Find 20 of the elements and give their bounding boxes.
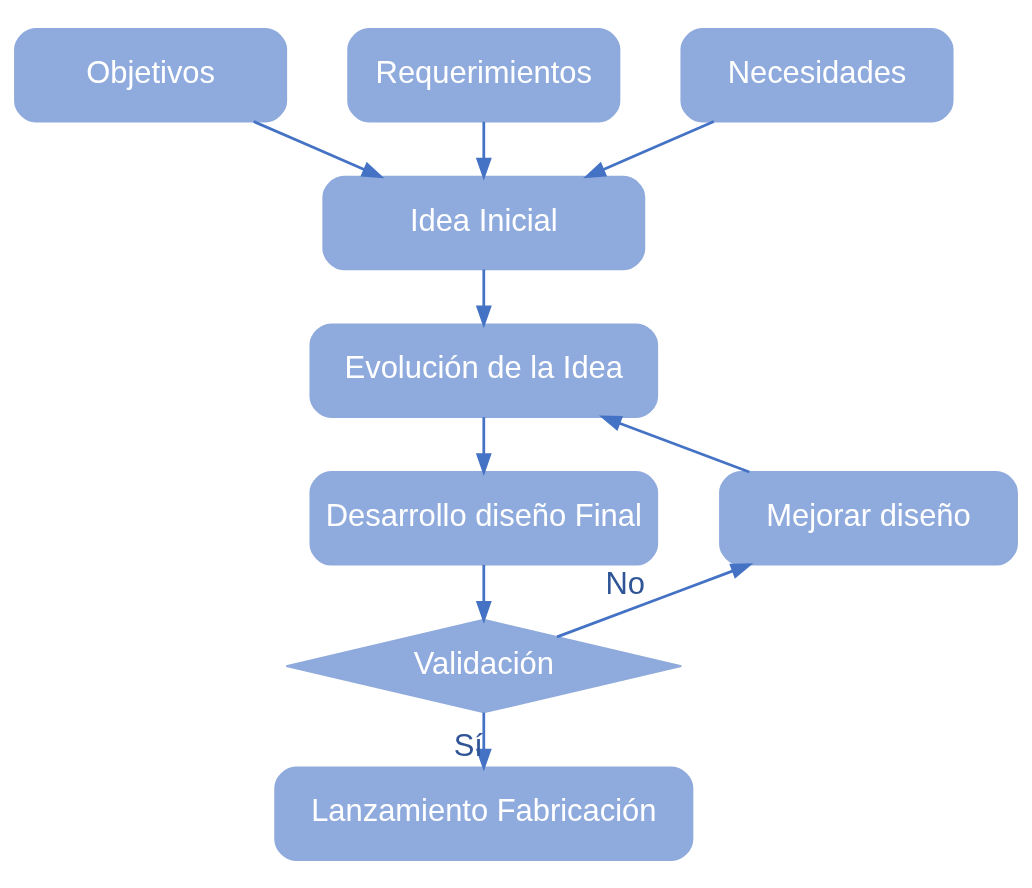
node-box: Idea Inicial — [322, 175, 646, 270]
arrow — [475, 269, 492, 328]
edge-label: No — [605, 565, 646, 601]
node-box: Objetivos — [14, 27, 288, 122]
node-box: Necesidades — [680, 27, 954, 122]
node-box: Evolución de la Idea — [309, 322, 659, 418]
arrow — [583, 119, 715, 178]
node-diamond: Validación — [285, 618, 683, 713]
arrow — [475, 564, 492, 624]
arrow — [475, 712, 492, 771]
arrow — [253, 119, 385, 178]
node-box: Requerimientos — [347, 27, 621, 122]
node-box: Desarrollo diseño Final — [309, 470, 659, 566]
node-box: Lanzamiento Fabricación — [274, 766, 694, 861]
arrow — [556, 562, 754, 638]
edge-label: Sí — [453, 727, 483, 763]
arrow — [599, 415, 750, 473]
arrow — [475, 121, 492, 181]
node-box: Mejorar diseño — [719, 470, 1018, 566]
arrow — [475, 416, 492, 476]
